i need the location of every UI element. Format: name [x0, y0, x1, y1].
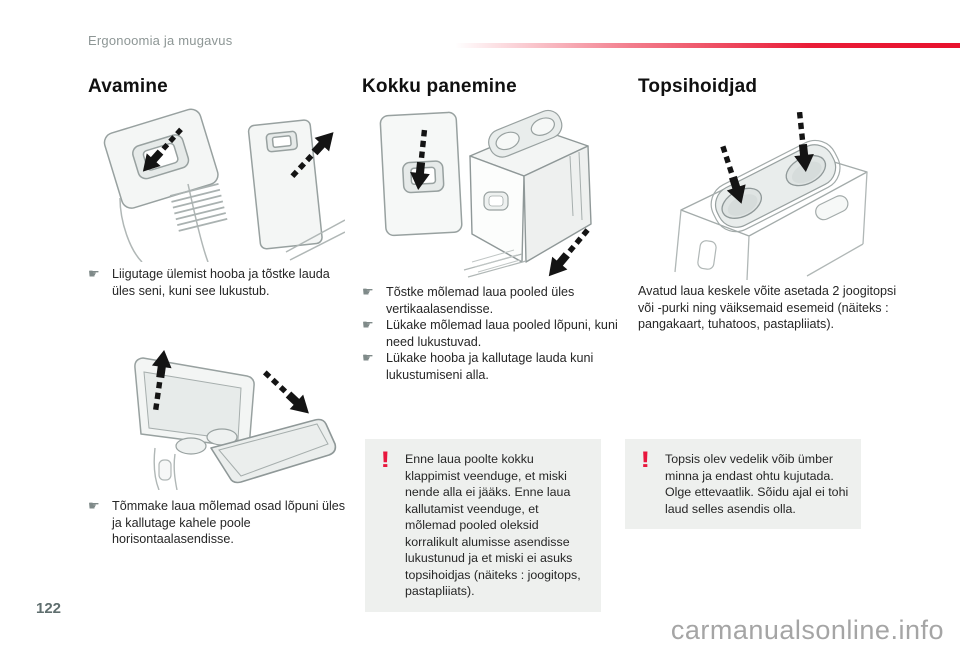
warning-icon: !: [380, 447, 391, 472]
illustration-cup-holders: [655, 112, 895, 280]
illustration-open-latch: [90, 102, 345, 262]
pointing-hand-icon: ☛: [88, 498, 100, 513]
instruction-step: ☛ Lükake hooba ja kallutage lauda kuni l…: [362, 350, 624, 383]
title-avamine: Avamine: [88, 76, 168, 97]
instruction-step: ☛ Liigutage ülemist hooba ja tõstke laud…: [88, 266, 346, 299]
title-topsihoidjad: Topsihoidjad: [638, 76, 758, 97]
pointing-hand-icon: ☛: [88, 266, 100, 281]
instruction-step: ☛ Tõstke mõlemad laua pooled üles vertik…: [362, 284, 624, 317]
pointing-hand-icon: ☛: [362, 317, 374, 332]
accent-divider-line: [455, 43, 960, 48]
page-number: 122: [36, 600, 62, 617]
warning-text: Enne laua poolte kokku klappimist veendu…: [405, 452, 581, 598]
step-text: Tõmmake laua mõlemad osad lõpuni üles ja…: [112, 499, 346, 546]
pointing-hand-icon: ☛: [362, 350, 374, 365]
instruction-step: ☛ Tõmmake laua mõlemad osad lõpuni üles …: [88, 498, 346, 548]
instruction-list-avamine-2: ☛ Tõmmake laua mõlemad osad lõpuni üles …: [88, 498, 346, 548]
topsihoidjad-description: Avatud laua keskele võite asetada 2 joog…: [638, 284, 897, 331]
instruction-list-kokku: ☛ Tõstke mõlemad laua pooled üles vertik…: [362, 284, 624, 383]
step-text: Liigutage ülemist hooba ja tõstke lauda …: [112, 267, 330, 298]
instruction-list-avamine-1: ☛ Liigutage ülemist hooba ja tõstke laud…: [88, 266, 346, 299]
watermark: carmanualsonline.info: [670, 615, 944, 645]
warning-box-liquid: ! Topsis olev vedelik võib ümber minna j…: [625, 439, 861, 529]
instruction-step: ☛ Lükake mõlemad laua pooled lõpuni, kun…: [362, 317, 624, 350]
warning-text: Topsis olev vedelik võib ümber minna ja …: [665, 452, 849, 516]
title-kokku-panemine: Kokku panemine: [362, 76, 517, 97]
illustration-table-open: [95, 328, 340, 490]
illustration-fold-table: [372, 100, 597, 282]
step-text: Lükake hooba ja kallutage lauda kuni luk…: [386, 351, 594, 382]
step-text: Tõstke mõlemad laua pooled üles vertikaa…: [386, 285, 575, 316]
pointing-hand-icon: ☛: [362, 284, 374, 299]
section-breadcrumb: Ergonoomia ja mugavus: [88, 33, 233, 48]
step-text: Lükake mõlemad laua pooled lõpuni, kuni …: [386, 318, 618, 349]
warning-icon: !: [640, 447, 651, 472]
warning-box-fold: ! Enne laua poolte kokku klappimist veen…: [365, 439, 601, 612]
